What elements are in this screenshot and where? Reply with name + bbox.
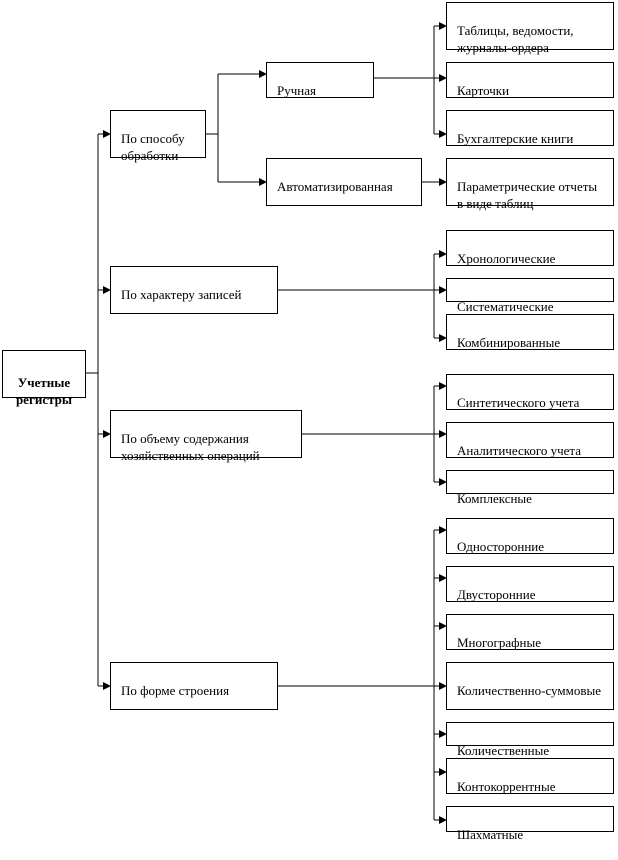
leaf-label: Параметрические отчеты в виде таблиц	[457, 179, 598, 211]
leaf-label: Односторонние	[457, 539, 545, 554]
leaf-structure-1: Односторонние	[446, 518, 614, 554]
node-automated: Автоматизированная	[266, 158, 422, 206]
leaf-structure-2: Двусторонние	[446, 566, 614, 602]
leaf-label: Количественные	[457, 743, 550, 758]
leaf-structure-7: Шахматные	[446, 806, 614, 842]
leaf-label: Аналитического учета	[457, 443, 582, 458]
node-structure: По форме строения	[110, 662, 278, 710]
leaf-manual-1: Таблицы, ведомости, журналы-ордера	[446, 2, 614, 55]
leaf-structure-4: Количественно-суммовые	[446, 662, 614, 710]
leaf-label: Карточки	[457, 83, 510, 98]
node-manual: Ручная	[266, 62, 374, 98]
node-records: По характеру записей	[110, 266, 278, 314]
leaf-structure-6: Контокоррентные	[446, 758, 614, 794]
root-node: Учетные регистры	[2, 350, 86, 407]
node-automated-label: Автоматизированная	[277, 179, 393, 194]
leaf-volume-1: Синтетического учета	[446, 374, 614, 410]
leaf-volume-2: Аналитического учета	[446, 422, 614, 458]
leaf-label: Шахматные	[457, 827, 524, 842]
connector-lines	[86, 22, 447, 824]
leaf-structure-5: Количественные	[446, 722, 614, 758]
node-records-label: По характеру записей	[121, 287, 242, 302]
leaf-label: Таблицы, ведомости, журналы-ордера	[457, 23, 574, 55]
node-processing: По способу обработки	[110, 110, 206, 163]
node-manual-label: Ручная	[277, 83, 316, 98]
leaf-label: Двусторонние	[457, 587, 536, 602]
leaf-label: Систематические	[457, 299, 554, 314]
leaf-automated-1: Параметрические отчеты в виде таблиц	[446, 158, 614, 211]
leaf-records-1: Хронологические	[446, 230, 614, 266]
leaf-label: Комбинированные	[457, 335, 561, 350]
leaf-volume-3: Комплексные	[446, 470, 614, 506]
leaf-label: Количественно-суммовые	[457, 683, 601, 698]
leaf-label: Бухгалтерские книги	[457, 131, 574, 146]
leaf-label: Хронологические	[457, 251, 556, 266]
leaf-structure-3: Многографные	[446, 614, 614, 650]
node-processing-label: По способу обработки	[121, 131, 185, 163]
node-structure-label: По форме строения	[121, 683, 230, 698]
leaf-records-3: Комбинированные	[446, 314, 614, 350]
node-volume: По объему содержания хозяйственных опера…	[110, 410, 302, 463]
leaf-records-2: Систематические	[446, 278, 614, 314]
leaf-label: Комплексные	[457, 491, 532, 506]
node-volume-label: По объему содержания хозяйственных опера…	[121, 431, 260, 463]
leaf-manual-2: Карточки	[446, 62, 614, 98]
leaf-manual-3: Бухгалтерские книги	[446, 110, 614, 146]
leaf-label: Контокоррентные	[457, 779, 556, 794]
root-label: Учетные регистры	[15, 375, 73, 407]
leaf-label: Синтетического учета	[457, 395, 580, 410]
leaf-label: Многографные	[457, 635, 542, 650]
